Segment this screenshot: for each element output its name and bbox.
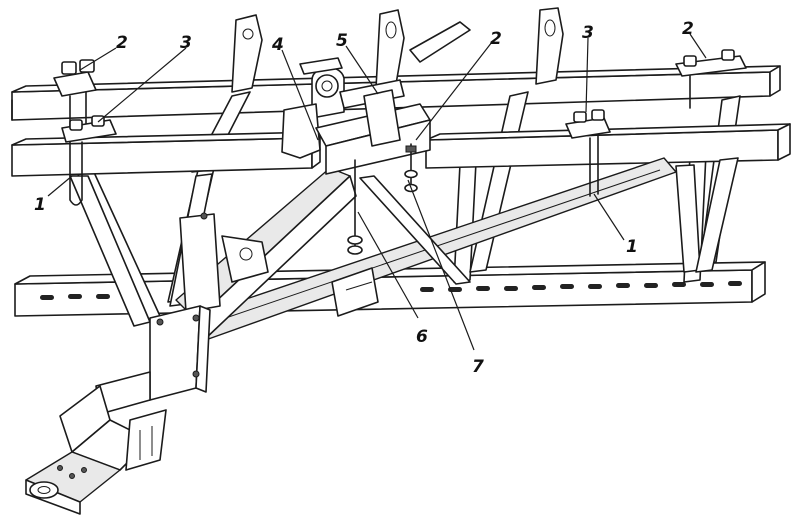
callout-2-centre: 2 (490, 29, 502, 49)
far-right-clamp (675, 49, 747, 109)
callout-3-left: 3 (180, 33, 192, 53)
centre-brace (331, 175, 471, 317)
callout-1-left: 1 (34, 195, 46, 215)
left-clamp-assembly (53, 59, 117, 206)
centre-bolts (347, 143, 418, 255)
front-cross-beam (11, 99, 791, 177)
callout-labels: 2 3 1 4 5 2 3 2 1 6 7 (34, 19, 694, 377)
callout-7: 7 (472, 357, 484, 377)
right-side-brace (675, 157, 739, 273)
callout-1-right: 1 (626, 237, 638, 257)
callout-2-left: 2 (116, 33, 128, 53)
drawbar (25, 212, 269, 515)
callout-6: 6 (416, 327, 428, 347)
callout-4: 4 (271, 35, 284, 55)
right-clamp-assembly (565, 109, 611, 197)
callout-5: 5 (336, 31, 348, 51)
callout-2-right: 2 (682, 19, 694, 39)
callout-3-right: 3 (582, 23, 594, 43)
leader-lines (47, 33, 707, 351)
rear-mast-plates (231, 7, 564, 93)
central-hitch-tower (281, 57, 431, 175)
